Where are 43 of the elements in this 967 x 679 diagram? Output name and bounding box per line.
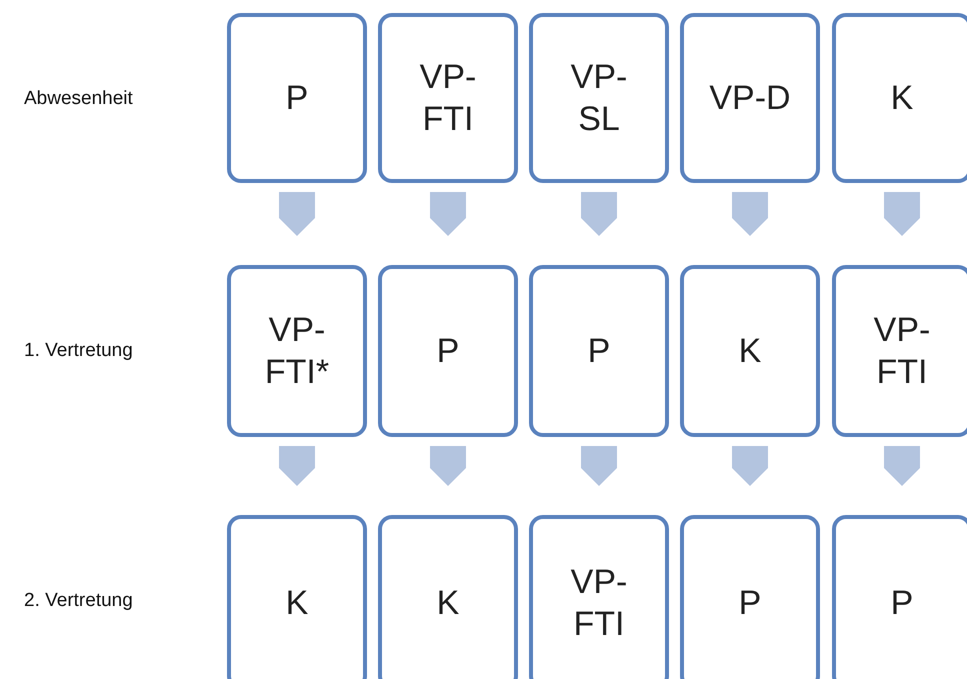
block-arrow [884, 192, 920, 236]
block-arrow [732, 446, 768, 486]
role-box [832, 515, 967, 679]
role-label: P [738, 582, 762, 624]
role-box [529, 515, 669, 679]
row-label: 2. Vertretung [24, 590, 133, 612]
block-arrow [581, 192, 617, 236]
role-box [832, 13, 967, 183]
role-label: K [738, 331, 762, 372]
role-box [378, 265, 518, 437]
role-box [680, 515, 820, 679]
role-box [529, 13, 669, 183]
block-arrow [430, 446, 466, 486]
role-label: VP-SL [570, 57, 628, 140]
role-label: P [586, 331, 612, 372]
role-label: VP-FTI* [264, 310, 330, 393]
role-box [378, 515, 518, 679]
role-box [680, 13, 820, 183]
role-label: K [284, 582, 310, 624]
block-arrow [279, 446, 315, 486]
role-label: P [284, 78, 310, 119]
role-label: VP-FTI [418, 57, 478, 140]
role-label: K [890, 78, 914, 119]
role-label: P [890, 582, 914, 624]
role-label: K [436, 582, 460, 624]
block-arrow [884, 446, 920, 486]
role-box [378, 13, 518, 183]
role-label: VP-FTI [872, 310, 932, 393]
block-arrow [732, 192, 768, 236]
role-box [227, 265, 367, 437]
block-arrow [279, 192, 315, 236]
role-box [227, 515, 367, 679]
role-box [227, 13, 367, 183]
role-box [680, 265, 820, 437]
block-arrow [581, 446, 617, 486]
role-box [529, 265, 669, 437]
role-label: VP-FTI [570, 562, 628, 644]
row-label: Abwesenheit [24, 88, 133, 110]
role-label: VP-D [708, 78, 792, 119]
block-arrow [430, 192, 466, 236]
role-label: P [436, 331, 460, 372]
row-label: 1. Vertretung [24, 340, 133, 362]
role-box [832, 265, 967, 437]
